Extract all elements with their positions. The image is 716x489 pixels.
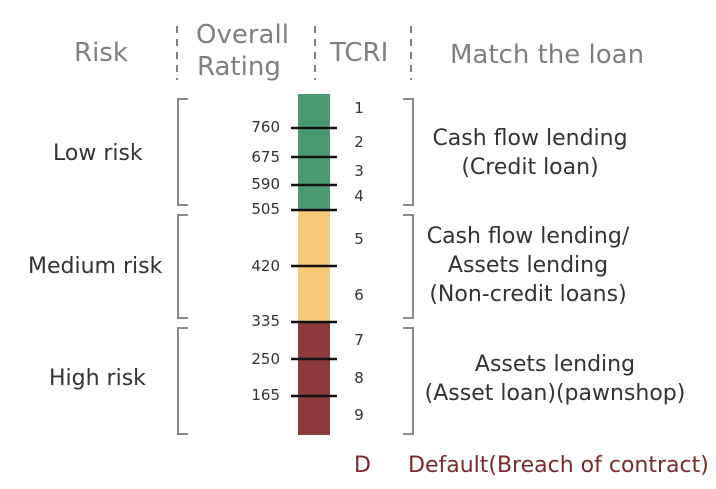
header-dividers bbox=[176, 26, 412, 80]
default-code: D bbox=[354, 453, 371, 478]
tcri-level: 3 bbox=[354, 162, 364, 180]
score-ticks bbox=[291, 126, 337, 398]
tcri-level: 2 bbox=[354, 133, 364, 151]
score-label: 760 bbox=[251, 118, 280, 136]
header-match: Match the loan bbox=[450, 40, 645, 70]
tcri-level: 4 bbox=[354, 187, 364, 205]
match-medium: Cash flow lending/ Assets lending (Non-c… bbox=[418, 222, 638, 309]
match-low-line2: (Credit loan) bbox=[461, 155, 599, 180]
score-label: 505 bbox=[251, 200, 280, 218]
right-bracket-high bbox=[403, 327, 414, 435]
bar-segment-high bbox=[298, 323, 330, 435]
match-medium-line1: Cash flow lending/ bbox=[426, 224, 630, 249]
match-medium-line3: (Non-credit loans) bbox=[429, 282, 627, 307]
right-bracket-medium bbox=[403, 214, 414, 319]
match-brackets bbox=[403, 98, 414, 435]
tcri-level: 6 bbox=[354, 286, 364, 304]
risk-label-low: Low risk bbox=[53, 141, 143, 166]
score-label: 590 bbox=[251, 175, 280, 193]
match-high-line1: Assets lending bbox=[474, 352, 636, 377]
risk-brackets bbox=[177, 98, 188, 435]
match-low-line1: Cash flow lending bbox=[432, 126, 628, 151]
bracket-high bbox=[177, 327, 188, 435]
risk-label-high: High risk bbox=[49, 366, 146, 391]
header-tcri: TCRI bbox=[330, 38, 389, 68]
risk-label-medium: Medium risk bbox=[28, 254, 163, 279]
score-label: 165 bbox=[251, 386, 280, 404]
score-label: 675 bbox=[251, 148, 280, 166]
score-label: 335 bbox=[251, 312, 280, 330]
header-risk: Risk bbox=[74, 38, 128, 68]
tcri-level: 7 bbox=[354, 331, 364, 349]
bracket-medium bbox=[177, 214, 188, 319]
match-medium-line2: Assets lending bbox=[447, 253, 609, 278]
header-overall-rating-line2: Rating bbox=[197, 52, 281, 82]
header-overall-rating-line1: Overall bbox=[196, 20, 289, 50]
score-label: 250 bbox=[251, 350, 280, 368]
tcri-level: 1 bbox=[354, 99, 364, 117]
right-bracket-low bbox=[403, 98, 414, 206]
match-low: Cash flow lending (Credit loan) bbox=[420, 124, 640, 182]
match-high-line2: (Asset loan)(pawnshop) bbox=[424, 381, 686, 406]
tcri-level: 5 bbox=[354, 230, 364, 248]
default-label: Default(Breach of contract) bbox=[408, 453, 709, 478]
score-label: 420 bbox=[251, 257, 280, 275]
tcri-level: 9 bbox=[354, 406, 364, 424]
tcri-level: 8 bbox=[354, 369, 364, 387]
bar-segment-low bbox=[298, 94, 330, 210]
match-high: Assets lending (Asset loan)(pawnshop) bbox=[420, 350, 690, 408]
bracket-low bbox=[177, 98, 188, 206]
